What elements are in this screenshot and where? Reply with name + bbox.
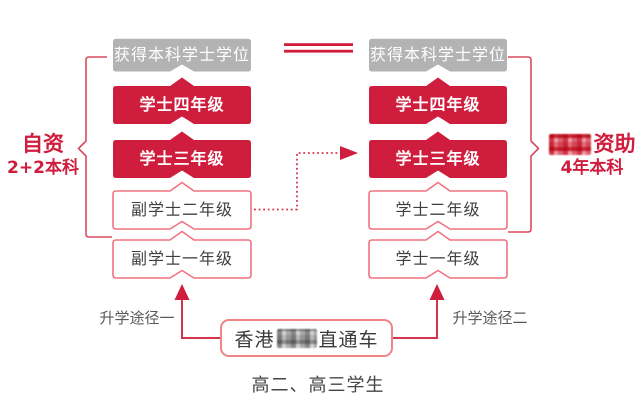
right-grade-label: 学士一年级 bbox=[395, 249, 481, 268]
censored-text-block bbox=[276, 328, 317, 348]
left-grade-box-year1: 副学士一年级 bbox=[112, 230, 252, 279]
equals-sign bbox=[284, 43, 353, 53]
right-grade-box-year1: 学士一年级 bbox=[368, 230, 508, 279]
right-grade-label: 学士三年级 bbox=[395, 149, 481, 168]
right-grade-label: 学士二年级 bbox=[395, 200, 481, 219]
censored-text-block bbox=[548, 134, 591, 155]
right-grade-label: 学士四年级 bbox=[395, 95, 481, 114]
left-grade-box-year4: 学士四年级 bbox=[112, 76, 252, 125]
left-brace-label: 自资 2+2本科 bbox=[2, 132, 84, 179]
left-brace-subtitle: 2+2本科 bbox=[7, 158, 79, 178]
source-box: 香港 直通车 bbox=[220, 319, 393, 357]
pathway-one-label: 升学途径一 bbox=[99, 309, 175, 327]
transfer-dotted-arrow bbox=[254, 146, 358, 211]
left-degree-label: 获得本科学士学位 bbox=[113, 45, 250, 64]
right-brace-label: 资助 4年本科 bbox=[546, 132, 638, 179]
right-brace bbox=[508, 56, 540, 233]
right-degree-label: 获得本科学士学位 bbox=[369, 45, 506, 64]
right-grade-box-year2: 学士二年级 bbox=[368, 181, 508, 230]
left-grade-label: 学士三年级 bbox=[139, 149, 225, 168]
pathway-two-label: 升学途径二 bbox=[452, 309, 528, 327]
left-grade-label: 副学士二年级 bbox=[130, 200, 233, 219]
source-box-suffix: 直通车 bbox=[318, 328, 379, 351]
right-degree-box: 获得本科学士学位 bbox=[368, 38, 508, 72]
pathway-two-arrow bbox=[393, 284, 445, 339]
source-box-prefix: 香港 bbox=[234, 328, 275, 351]
left-degree-box: 获得本科学士学位 bbox=[112, 38, 252, 72]
right-brace-title: 资助 bbox=[593, 132, 636, 156]
pathway-one-arrow bbox=[174, 284, 220, 339]
right-grade-box-year3: 学士三年级 bbox=[368, 130, 508, 179]
left-grade-box-year2: 副学士二年级 bbox=[112, 181, 252, 230]
right-brace-subtitle: 4年本科 bbox=[560, 158, 624, 178]
left-brace bbox=[77, 56, 112, 238]
left-brace-title: 自资 bbox=[22, 132, 64, 156]
left-grade-label: 副学士一年级 bbox=[130, 249, 233, 268]
right-grade-box-year4: 学士四年级 bbox=[368, 76, 508, 125]
left-grade-box-year3: 学士三年级 bbox=[112, 130, 252, 179]
caption: 高二、高三学生 bbox=[251, 375, 385, 396]
left-grade-label: 学士四年级 bbox=[139, 95, 225, 114]
